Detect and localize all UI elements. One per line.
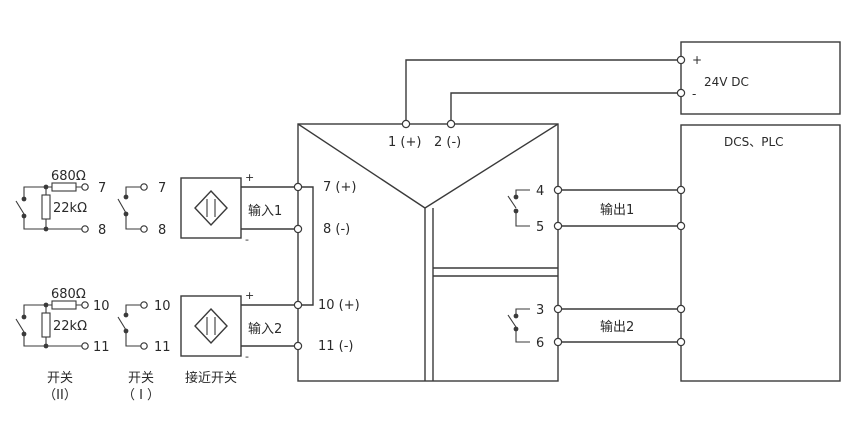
sensor1-minus: - (245, 233, 249, 246)
caption-proximity-switch: 接近开关 (185, 370, 237, 386)
sensor-1-box (180, 177, 242, 239)
sensor-1-bars-icon (206, 199, 216, 217)
terminal-8 (293, 224, 303, 234)
terminal-8-label: 8 (-) (323, 222, 350, 237)
input-2-label: 输入2 (248, 321, 282, 337)
caption-switch-ii: 开关 (47, 371, 73, 386)
output-wires (562, 189, 681, 343)
dcs-terminal-1 (676, 185, 686, 195)
input-wires (241, 186, 294, 347)
terminal-10-label: 10 (+) (318, 298, 360, 313)
terminal-6 (553, 337, 563, 347)
wire-power-plus (405, 59, 681, 124)
terminal-3-label: 3 (536, 303, 544, 318)
terminal-11-label: 11 (-) (318, 339, 354, 354)
sensor2-minus: - (245, 350, 249, 363)
sensor-2-diamond-icon (194, 307, 228, 345)
power-supply-24vdc: 24V DC + - (680, 41, 841, 115)
terminal-7 (293, 182, 303, 192)
caption-switch-i: 开关 (128, 371, 154, 386)
terminal-1 (401, 119, 411, 129)
dcs-plc-block: DCS、PLC (680, 124, 841, 382)
resistor-680-bottom-icon (51, 300, 77, 310)
dcs-terminal-2 (676, 221, 686, 231)
switch-ii-bottom-t11: 11 (93, 340, 110, 355)
terminal-1-label: 1 (+) (388, 135, 421, 150)
sensor2-plus: + (245, 289, 254, 302)
terminal-4 (553, 185, 563, 195)
caption-switch-ii-sub: （II） (43, 388, 77, 403)
terminal-2-label: 2 (-) (434, 135, 461, 150)
isolator-divider-lines (297, 123, 559, 381)
dcs-terminal-4 (676, 337, 686, 347)
supply-plus-sign: + (692, 53, 702, 67)
switch-i-top-t8: 8 (158, 223, 166, 238)
resistor-22k-top-label: 22kΩ (53, 201, 87, 216)
power-supply-box (680, 41, 841, 115)
switch-i-bottom-t11: 11 (154, 340, 171, 355)
terminal-3 (553, 304, 563, 314)
resistor-680-bottom-label: 680Ω (51, 287, 86, 302)
terminal-2 (446, 119, 456, 129)
dcs-plc-box (680, 124, 841, 382)
relay-contact-1 (507, 189, 530, 227)
isolator-box (297, 123, 559, 382)
switch-ii-bottom: 680Ω 22kΩ 10 11 (15, 287, 110, 355)
output-wiring: 输出1 输出2 (562, 185, 686, 347)
output-1-label: 输出1 (600, 202, 634, 218)
switch-ii-bottom-t10: 10 (93, 299, 110, 314)
sensor-2-box (180, 295, 242, 357)
switch-ii-top: 680Ω 22kΩ 7 8 (15, 169, 106, 238)
supply-plus-terminal (676, 55, 686, 65)
sensor-2-bars-icon (206, 317, 216, 335)
resistor-22k-bottom-label: 22kΩ (53, 319, 87, 334)
switch-ii-top-t7: 7 (98, 181, 106, 196)
supply-minus-sign: - (692, 87, 696, 101)
power-supply-label: 24V DC (704, 75, 749, 89)
switch-i-bottom: 10 11 (117, 299, 171, 355)
terminal-5-label: 5 (536, 220, 544, 235)
input-wiring: 输入1 输入2 + - + - (241, 171, 314, 363)
proximity-sensor-2 (180, 295, 242, 357)
proximity-sensor-1 (180, 177, 242, 239)
sensor-1-diamond-icon (194, 189, 228, 227)
resistor-680-top-icon (51, 182, 77, 192)
output-2-label: 输出2 (600, 319, 634, 335)
switch-i-top-t7: 7 (158, 181, 166, 196)
dcs-plc-label: DCS、PLC (724, 135, 784, 149)
supply-minus-terminal (676, 88, 686, 98)
terminal-11 (293, 341, 303, 351)
resistor-22k-bottom-icon (41, 312, 51, 338)
relay-contact-2 (507, 308, 530, 343)
bridge-7-10 (302, 186, 314, 306)
resistor-680-top-label: 680Ω (51, 169, 86, 184)
terminal-4-label: 4 (536, 184, 544, 199)
input-1-label: 输入1 (248, 203, 282, 219)
terminal-7-label: 7 (+) (323, 180, 356, 195)
sensor1-plus: + (245, 171, 254, 184)
switch-i-top: 7 8 (117, 181, 166, 238)
switch-ii-top-t8: 8 (98, 223, 106, 238)
terminal-6-label: 6 (536, 336, 544, 351)
resistor-22k-top-icon (41, 194, 51, 220)
caption-switch-i-sub: （ I ） (122, 388, 160, 403)
captions: 开关 （II） 开关 （ I ） 接近开关 (43, 370, 237, 403)
switch-i-bottom-t10: 10 (154, 299, 171, 314)
terminal-10 (293, 300, 303, 310)
wire-power-minus (450, 92, 681, 124)
isolator-module: 1 (+) 2 (-) 7 (+) 8 (-) 10 (+) 11 (-) 4 … (293, 119, 563, 382)
terminal-5 (553, 221, 563, 231)
dcs-terminal-3 (676, 304, 686, 314)
